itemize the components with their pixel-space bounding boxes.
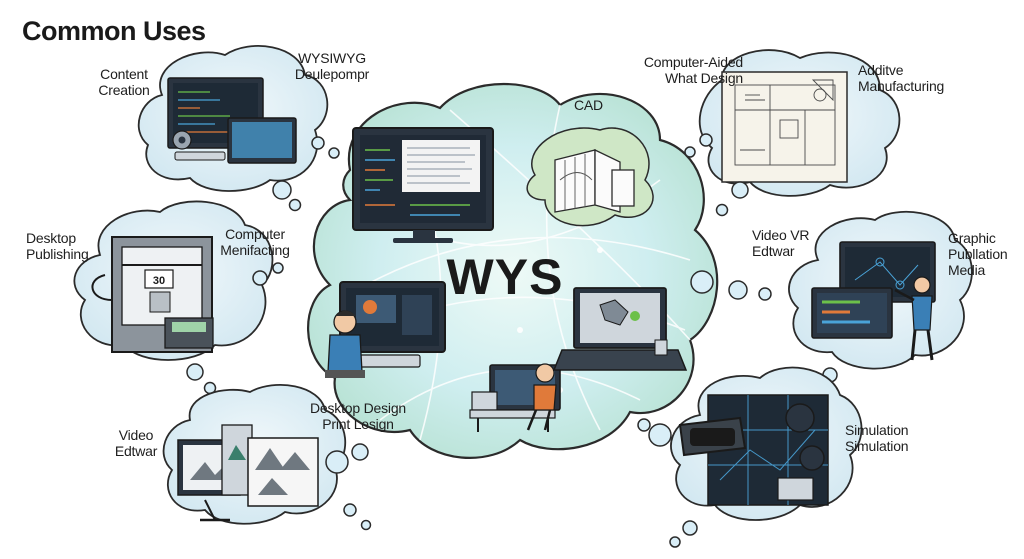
thought-bubbles	[186, 262, 284, 395]
laptop-icon	[552, 287, 688, 371]
label-simulation: Simulation Simulation	[845, 422, 909, 454]
label-desktop-publishing: Desktop Publishing	[26, 230, 89, 262]
svg-text:30: 30	[153, 275, 165, 287]
monitor-icon	[352, 127, 494, 243]
label-content-creation: Content Creation	[98, 66, 150, 98]
thought-bubbles	[272, 136, 340, 212]
cloud-desktop-publishing: 30	[73, 200, 274, 361]
cloud-video-editor	[162, 384, 347, 525]
cloud-simulation	[670, 366, 863, 521]
thought-bubbles	[325, 443, 372, 531]
person-icon	[325, 281, 446, 378]
hub-label: WYS	[446, 249, 564, 305]
cloud-graphic-publication	[788, 210, 973, 370]
cloud-content-creation	[137, 45, 329, 192]
person-icon	[894, 276, 934, 361]
label-additive-manufacturing: Additve Manufacturing	[858, 62, 945, 94]
3d-printer-icon: 30	[91, 236, 214, 353]
label-computer-aided: Computer-Aided What Design	[643, 54, 743, 86]
cad-model-icon	[526, 127, 654, 227]
label-cad: CAD	[574, 97, 603, 113]
page-title: Common Uses	[22, 16, 206, 46]
label-wysiwyg: WYSIWYG Deulepompr	[294, 50, 370, 82]
label-graphic-publication: Graphic Publlation Media	[948, 230, 1008, 278]
thought-bubbles	[637, 418, 698, 548]
label-computer-manufacturing: Computer Menifacting	[220, 226, 290, 258]
person-icon	[469, 363, 561, 432]
vr-headset-icon	[678, 416, 747, 457]
label-video-vr: Video VR Edtwar	[752, 227, 810, 259]
blueprint-icon	[721, 71, 848, 183]
thought-bubbles	[684, 133, 749, 217]
cloud-additive	[698, 49, 901, 197]
label-video-editor: Video Edtwar	[114, 427, 158, 459]
label-desktop-design: Desktop Design Print Lesign	[309, 400, 407, 432]
